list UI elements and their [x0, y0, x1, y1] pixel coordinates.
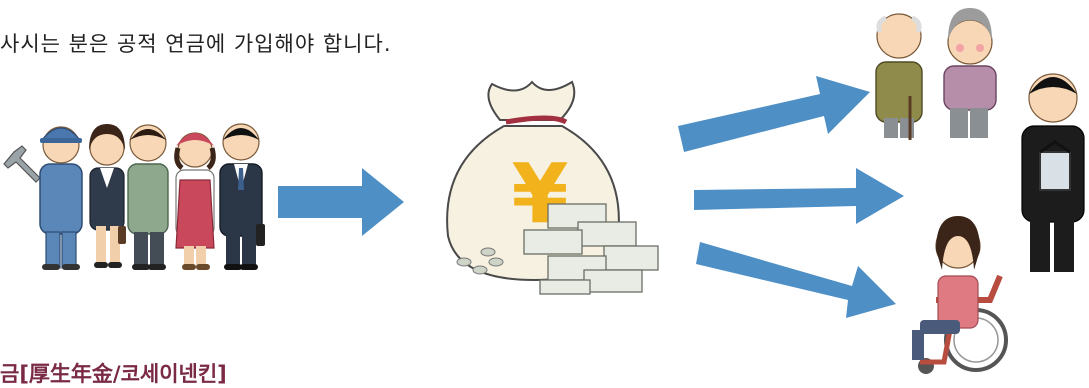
office-woman-icon [89, 124, 126, 268]
flow-arrow-icon [678, 76, 870, 152]
flow-arrow-icon [278, 168, 404, 236]
workers-group-icon [3, 123, 265, 270]
bereaved-person-icon [1021, 73, 1085, 272]
mechanic-worker-icon [3, 126, 83, 270]
businessman-icon [219, 123, 265, 270]
money-bag-icon: ¥ [446, 80, 659, 295]
flow-arrow-icon [694, 168, 904, 224]
shop-clerk-icon [174, 132, 216, 270]
section-heading: 금[厚生年金/코세이넨킨] [0, 362, 227, 386]
wheelchair-user-icon [912, 216, 1008, 374]
factory-worker-icon [127, 124, 169, 270]
intro-text: 사시는 분은 공적 연금에 가입해야 합니다. [0, 32, 392, 56]
elderly-couple-icon [875, 8, 997, 140]
flow-arrow-icon [696, 242, 896, 318]
